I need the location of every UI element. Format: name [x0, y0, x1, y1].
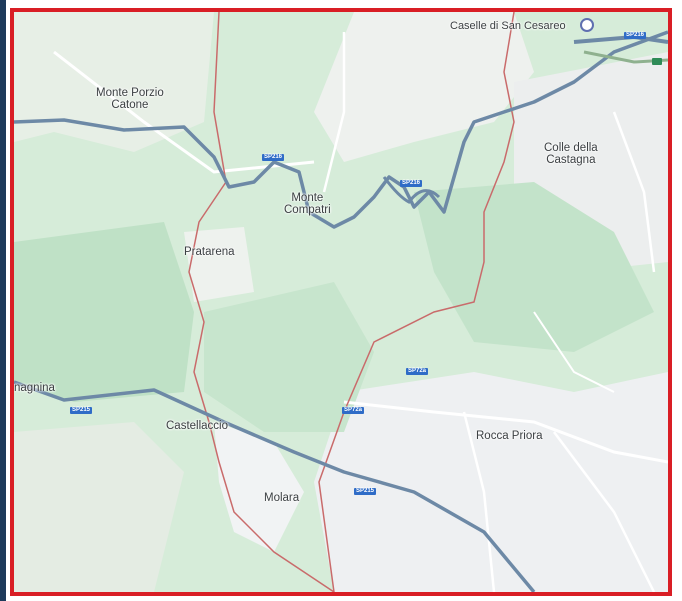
place-label-colle-castagna[interactable]: Colle della Castagna	[544, 142, 598, 166]
minor-road	[53, 50, 315, 174]
minor-road	[462, 411, 496, 592]
forest-west	[14, 222, 194, 402]
urban-area-pratarena	[184, 227, 254, 302]
location-pin-icon[interactable]	[580, 18, 594, 32]
road-shield-sp72a: SP72a	[342, 407, 365, 414]
major-road-sp216	[14, 30, 668, 229]
place-label-caselle[interactable]: Caselle di San Cesareo	[450, 20, 566, 32]
road-shield-sp72a: SP72a	[406, 368, 429, 375]
place-label-molara[interactable]: Molara	[264, 492, 300, 504]
road-shield-sp215: SP215	[354, 488, 377, 495]
left-edge-strip	[0, 0, 6, 601]
minor-road	[343, 400, 668, 464]
forest-center	[204, 282, 374, 432]
road-shield-sp216: SP216	[400, 180, 423, 187]
place-label-rocca-priora[interactable]: Rocca Priora	[476, 430, 543, 442]
place-label-colonna-fragment[interactable]: nagnina	[14, 382, 55, 394]
major-road-sp215	[14, 380, 536, 592]
road-shield-sp215: SP215	[70, 407, 93, 414]
map-frame[interactable]: Caselle di San Cesareo Monte Porzio Cato…	[10, 8, 672, 596]
minor-road	[322, 32, 346, 193]
municipal-boundary	[188, 12, 515, 592]
minor-road	[533, 311, 615, 393]
urban-area-south-east	[314, 372, 668, 592]
minor-road	[553, 431, 656, 592]
urban-area-molara	[214, 422, 304, 552]
minor-road	[612, 111, 656, 273]
urban-area-south-west	[14, 422, 184, 592]
place-label-castellaccio[interactable]: Castellaccio	[166, 420, 228, 432]
urban-area-north-west	[14, 12, 214, 152]
place-label-pratarena[interactable]: Pratarena	[184, 246, 235, 258]
motorway-shield-icon	[652, 58, 662, 65]
major-road-hairpin	[382, 176, 441, 204]
road-shield-sp216: SP216	[262, 154, 285, 161]
place-label-monte-porzio[interactable]: Monte Porzio Catone	[96, 87, 164, 111]
urban-area-north	[314, 12, 534, 162]
forest-east	[414, 182, 654, 352]
place-label-monte-compatri[interactable]: Monte Compatri	[284, 192, 331, 216]
map-canvas[interactable]	[14, 12, 668, 592]
road-shield-sp216: SP216	[624, 32, 647, 39]
